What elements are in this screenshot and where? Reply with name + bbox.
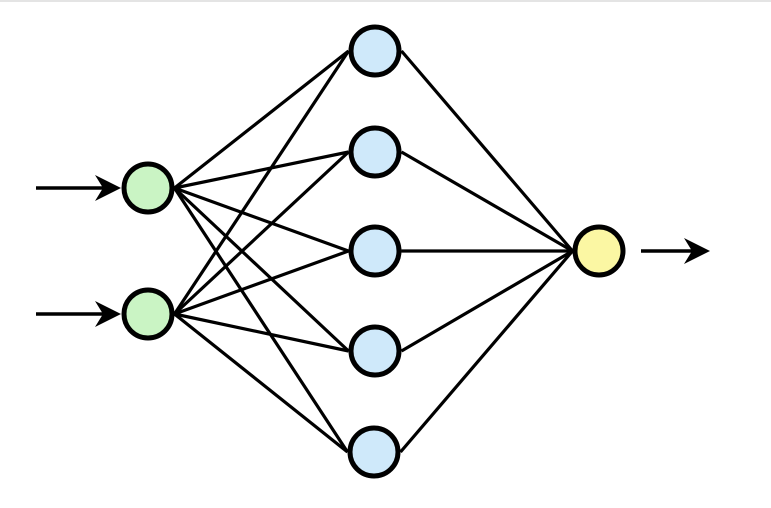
output-arrow-1-icon xyxy=(641,238,710,264)
edges-layer xyxy=(173,49,574,454)
arrow-head xyxy=(95,175,121,201)
arrows-layer xyxy=(36,175,710,327)
nodes-layer xyxy=(121,24,626,479)
edge-in-2-h-4 xyxy=(174,312,349,353)
edge-in-2-h-3 xyxy=(173,249,350,316)
edge-h-2-out-1 xyxy=(400,150,574,253)
edge-in-1-h-3 xyxy=(173,186,350,253)
hidden-node-h-2 xyxy=(348,125,402,179)
input-node-in-1 xyxy=(121,161,175,215)
edge-in-2-h-1 xyxy=(173,50,350,315)
hidden-node-h-5 xyxy=(347,425,401,479)
input-arrow-2-icon xyxy=(36,301,121,327)
input-node-in-2 xyxy=(121,287,175,341)
edge-h-4-out-1 xyxy=(400,249,574,353)
edge-in-1-h-1 xyxy=(173,49,350,190)
output-node-out-1 xyxy=(572,224,626,278)
edge-in-1-h-4 xyxy=(173,186,350,353)
edge-in-1-h-5 xyxy=(173,187,349,453)
arrow-head xyxy=(684,238,710,264)
hidden-node-h-1 xyxy=(348,24,402,78)
hidden-node-h-4 xyxy=(348,324,402,378)
input-arrow-1-icon xyxy=(36,175,121,201)
edge-in-1-h-2 xyxy=(174,150,349,190)
edge-in-2-h-2 xyxy=(173,150,350,316)
hidden-node-h-3 xyxy=(348,224,402,278)
edge-in-2-h-5 xyxy=(173,312,349,454)
edge-h-1-out-1 xyxy=(400,49,574,253)
window-top-border xyxy=(0,0,771,2)
arrow-head xyxy=(95,301,121,327)
edge-h-5-out-1 xyxy=(399,249,574,454)
